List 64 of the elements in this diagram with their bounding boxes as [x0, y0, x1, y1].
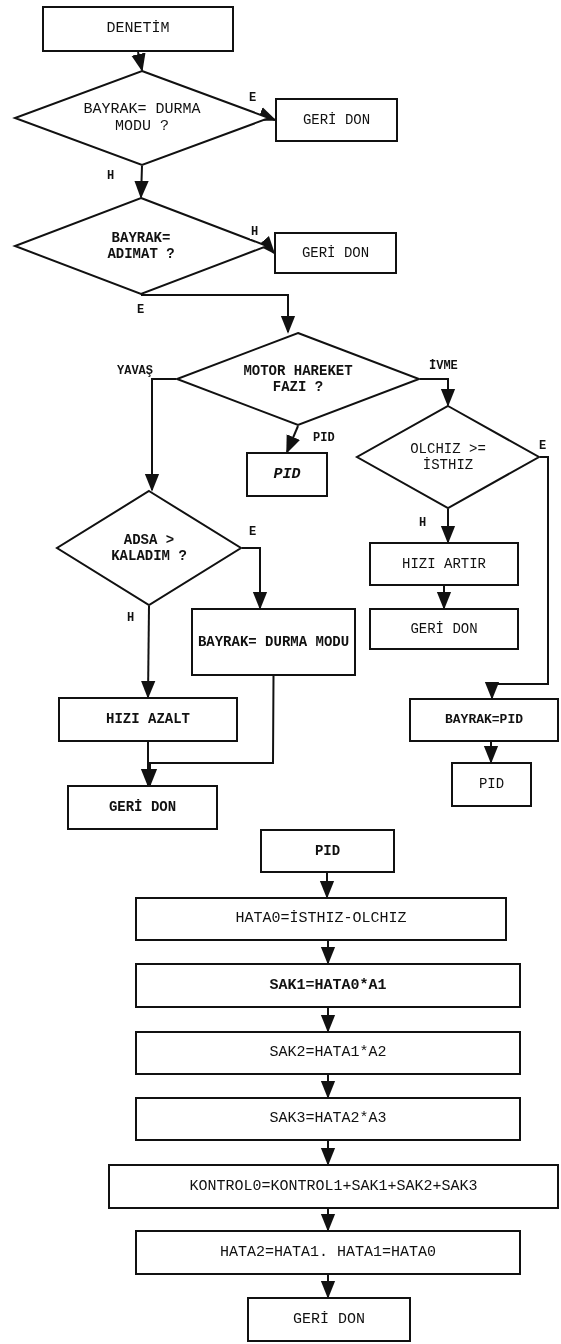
arrow	[436, 585, 452, 610]
box-text: GERİ DON	[410, 620, 478, 638]
arrow	[241, 547, 268, 610]
decision-text: MOTOR HAREKET FAZI ?	[242, 362, 354, 396]
box-text: HIZI ARTIR	[402, 555, 486, 573]
process-box	[135, 897, 507, 941]
process-box	[247, 1297, 411, 1342]
arrow	[134, 165, 149, 199]
arrow	[140, 294, 296, 334]
process-box	[135, 1031, 521, 1075]
decision-text: BAYRAK= DURMA MODU ?	[82, 100, 202, 136]
process-box	[409, 698, 559, 742]
process-box	[260, 829, 395, 873]
edge-label: H	[250, 226, 260, 240]
process-box	[108, 1164, 559, 1209]
box-text: SAK1=HATA0*A1	[269, 976, 387, 995]
box-text: SAK3=HATA2*A3	[269, 1110, 387, 1128]
box-text: DENETİM	[106, 20, 170, 38]
arrow	[484, 456, 549, 700]
box-text: GERİ DON	[302, 111, 371, 129]
process-box	[67, 785, 218, 830]
process-box	[58, 697, 238, 742]
box-text: BAYRAK=PID	[445, 712, 523, 728]
box-text: GERİ DON	[108, 799, 177, 816]
process-box	[42, 6, 234, 52]
arrow	[320, 940, 336, 965]
box-text: PID	[273, 465, 301, 484]
arrow	[141, 605, 156, 699]
arrow	[440, 508, 456, 544]
decision-text: BAYRAK= ADIMAT ?	[106, 229, 176, 263]
box-text: KONTROL0=KONTROL1+SAK1+SAK2+SAK3	[189, 1177, 478, 1196]
box-text: BAYRAK= DURMA MODU	[197, 633, 350, 651]
decision-text: OLCHIZ >= İSTHIZ	[409, 440, 487, 474]
process-box	[191, 608, 356, 676]
arrow	[131, 51, 146, 72]
process-box	[135, 1230, 521, 1275]
box-text: SAK2=HATA1*A2	[269, 1044, 387, 1062]
arrow	[320, 1007, 336, 1033]
arrow	[320, 1140, 336, 1166]
process-box	[135, 1097, 521, 1141]
process-box	[135, 963, 521, 1008]
arrow	[419, 378, 456, 407]
box-text: GERİ DON	[301, 244, 370, 262]
box-text: HIZI AZALT	[106, 711, 190, 728]
arrow	[144, 378, 177, 492]
process-box	[274, 232, 397, 274]
box-text: GERİ DON	[293, 1310, 365, 1329]
process-box	[246, 452, 328, 497]
process-box	[275, 98, 398, 142]
process-box	[369, 608, 519, 650]
arrow	[483, 741, 499, 764]
arrow	[319, 872, 335, 899]
box-text: HATA2=HATA1. HATA1=HATA0	[219, 1243, 436, 1262]
arrow	[320, 1208, 336, 1232]
arrow	[320, 1274, 336, 1299]
edge-label: YAVAŞ	[116, 365, 154, 379]
arrow	[320, 1074, 336, 1099]
decision-text: ADSA > KALADIM ?	[110, 531, 188, 565]
box-text: PID	[478, 776, 505, 793]
box-text: HATA0=İSTHIZ-OLCHIZ	[235, 910, 407, 928]
arrow	[286, 425, 300, 454]
process-box	[369, 542, 519, 586]
process-box	[451, 762, 532, 807]
box-text: PID	[314, 842, 341, 860]
